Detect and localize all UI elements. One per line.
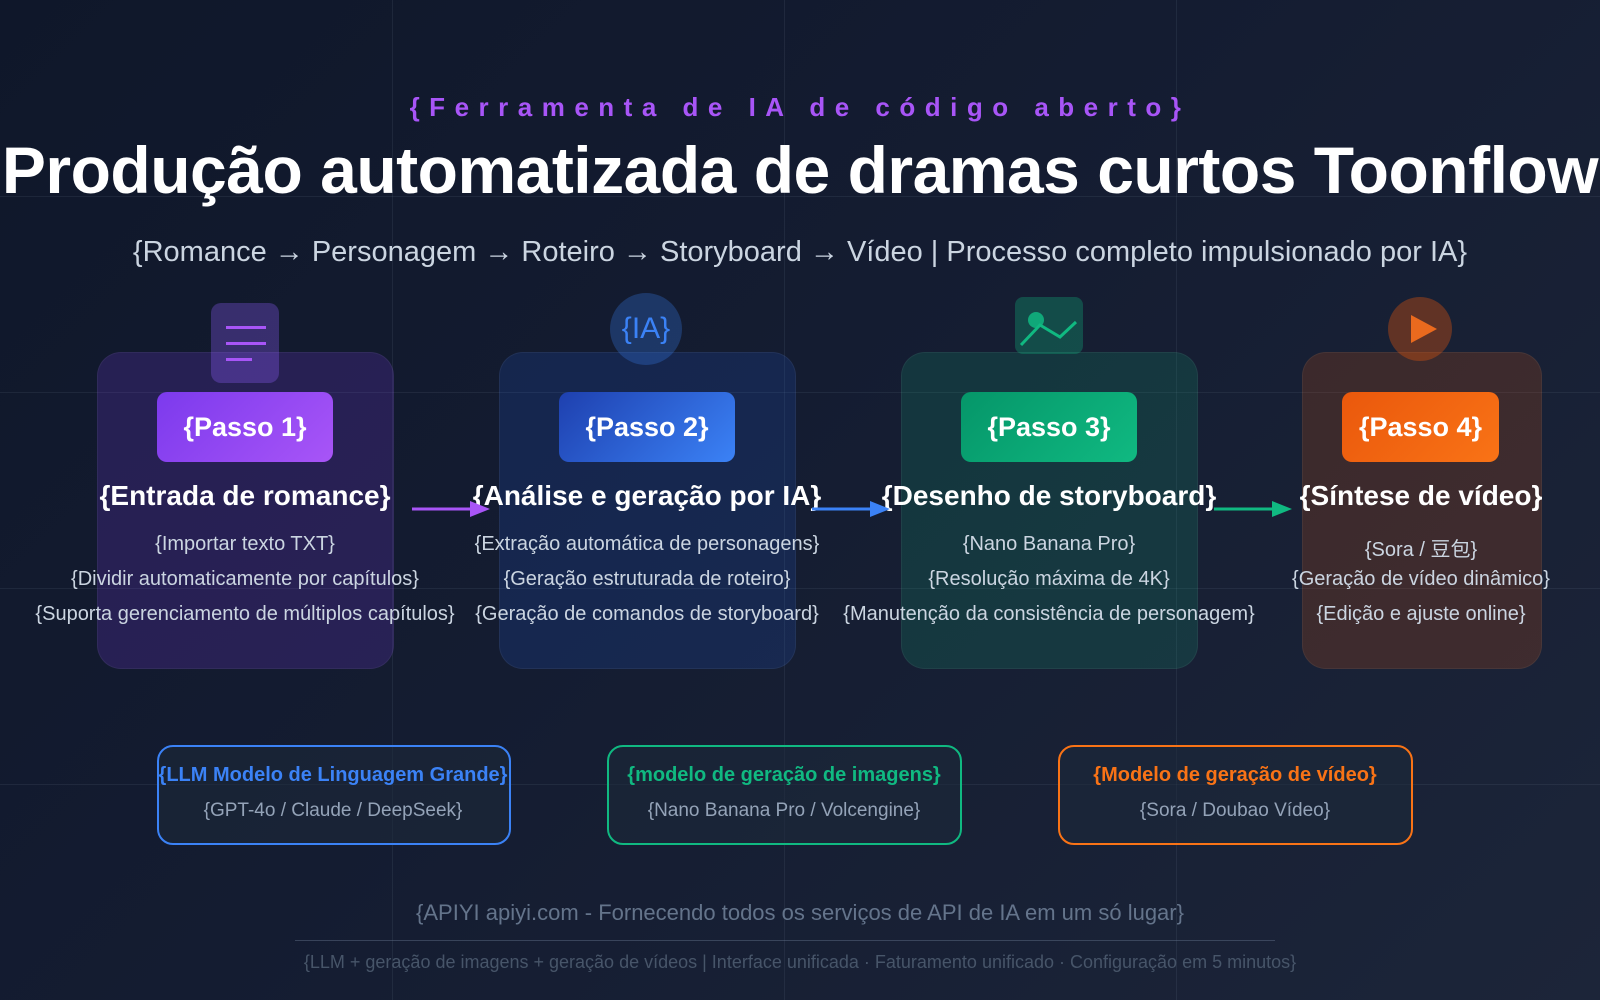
step-badge-1: {Passo 1} [157, 392, 333, 462]
play-icon [1388, 297, 1452, 361]
step-badge-2: {Passo 2} [559, 392, 735, 462]
model-subtitle-video: {Sora / Doubao Vídeo} [1139, 800, 1331, 821]
grid-line [0, 392, 1600, 393]
feature-item: {Suporta gerenciamento de múltiplos capí… [35, 603, 455, 625]
feature-item: {Manutenção da consistência de personage… [843, 603, 1255, 625]
model-title-image: {modelo de geração de imagens} [627, 764, 941, 786]
footer-details: {LLM + geração de imagens + geração de v… [303, 952, 1297, 972]
page-title: Produção automatizada de dramas curtos T… [1, 133, 1599, 207]
footer-tagline: {APIYI apiyi.com - Fornecendo todos os s… [416, 900, 1184, 925]
feature-item: {Geração de comandos de storyboard} [475, 603, 819, 625]
footer-divider [295, 940, 1275, 941]
grid-line [1176, 0, 1177, 1000]
step-title-4: {Síntese de vídeo} [1299, 480, 1543, 511]
step-title-1: {Entrada de romance} [99, 480, 391, 511]
step-title-3: {Desenho de storyboard} [881, 480, 1217, 511]
feature-item: {Edição e ajuste online} [1316, 603, 1526, 625]
grid-line [0, 196, 1600, 197]
arrow-right-icon [412, 501, 490, 517]
feature-item: {Dividir automaticamente por capítulos} [71, 568, 419, 590]
document-icon [211, 303, 279, 383]
model-title-llm: {LLM Modelo de Linguagem Grande} [158, 764, 508, 786]
model-subtitle-image: {Nano Banana Pro / Volcengine} [647, 800, 921, 821]
feature-item: {Resolução máxima de 4K} [928, 568, 1170, 590]
feature-item: {Nano Banana Pro} [962, 533, 1136, 555]
grid-line [784, 0, 785, 1000]
page-subtitle: {Romance → Personagem → Roteiro → Storyb… [132, 236, 1468, 268]
feature-item: {Geração de vídeo dinâmico} [1292, 568, 1550, 590]
ai-icon-label: {IA} [621, 312, 671, 345]
grid-line [392, 0, 393, 1000]
model-box-llm [157, 745, 511, 845]
model-box-image [607, 745, 962, 845]
grid-line [0, 588, 1600, 589]
model-title-video: {Modelo de geração de vídeo} [1093, 764, 1377, 786]
step-badge-4: {Passo 4} [1342, 392, 1499, 462]
header-kicker: {Ferramenta de IA de código aberto} [409, 92, 1191, 122]
feature-item: {Geração estruturada de roteiro} [503, 568, 791, 590]
step-badge-3: {Passo 3} [961, 392, 1137, 462]
image-icon [1015, 297, 1083, 354]
feature-item: {Sora / 豆包} [1364, 539, 1478, 561]
arrow-right-icon [1214, 501, 1292, 517]
step-title-2: {Análise e geração por IA} [472, 480, 822, 511]
ai-icon: {IA} [610, 293, 682, 365]
model-box-video [1058, 745, 1413, 845]
arrow-right-icon [812, 501, 890, 517]
feature-item: {Importar texto TXT} [155, 533, 335, 555]
feature-item: {Extração automática de personagens} [474, 533, 820, 555]
model-subtitle-llm: {GPT-4o / Claude / DeepSeek} [203, 800, 463, 821]
